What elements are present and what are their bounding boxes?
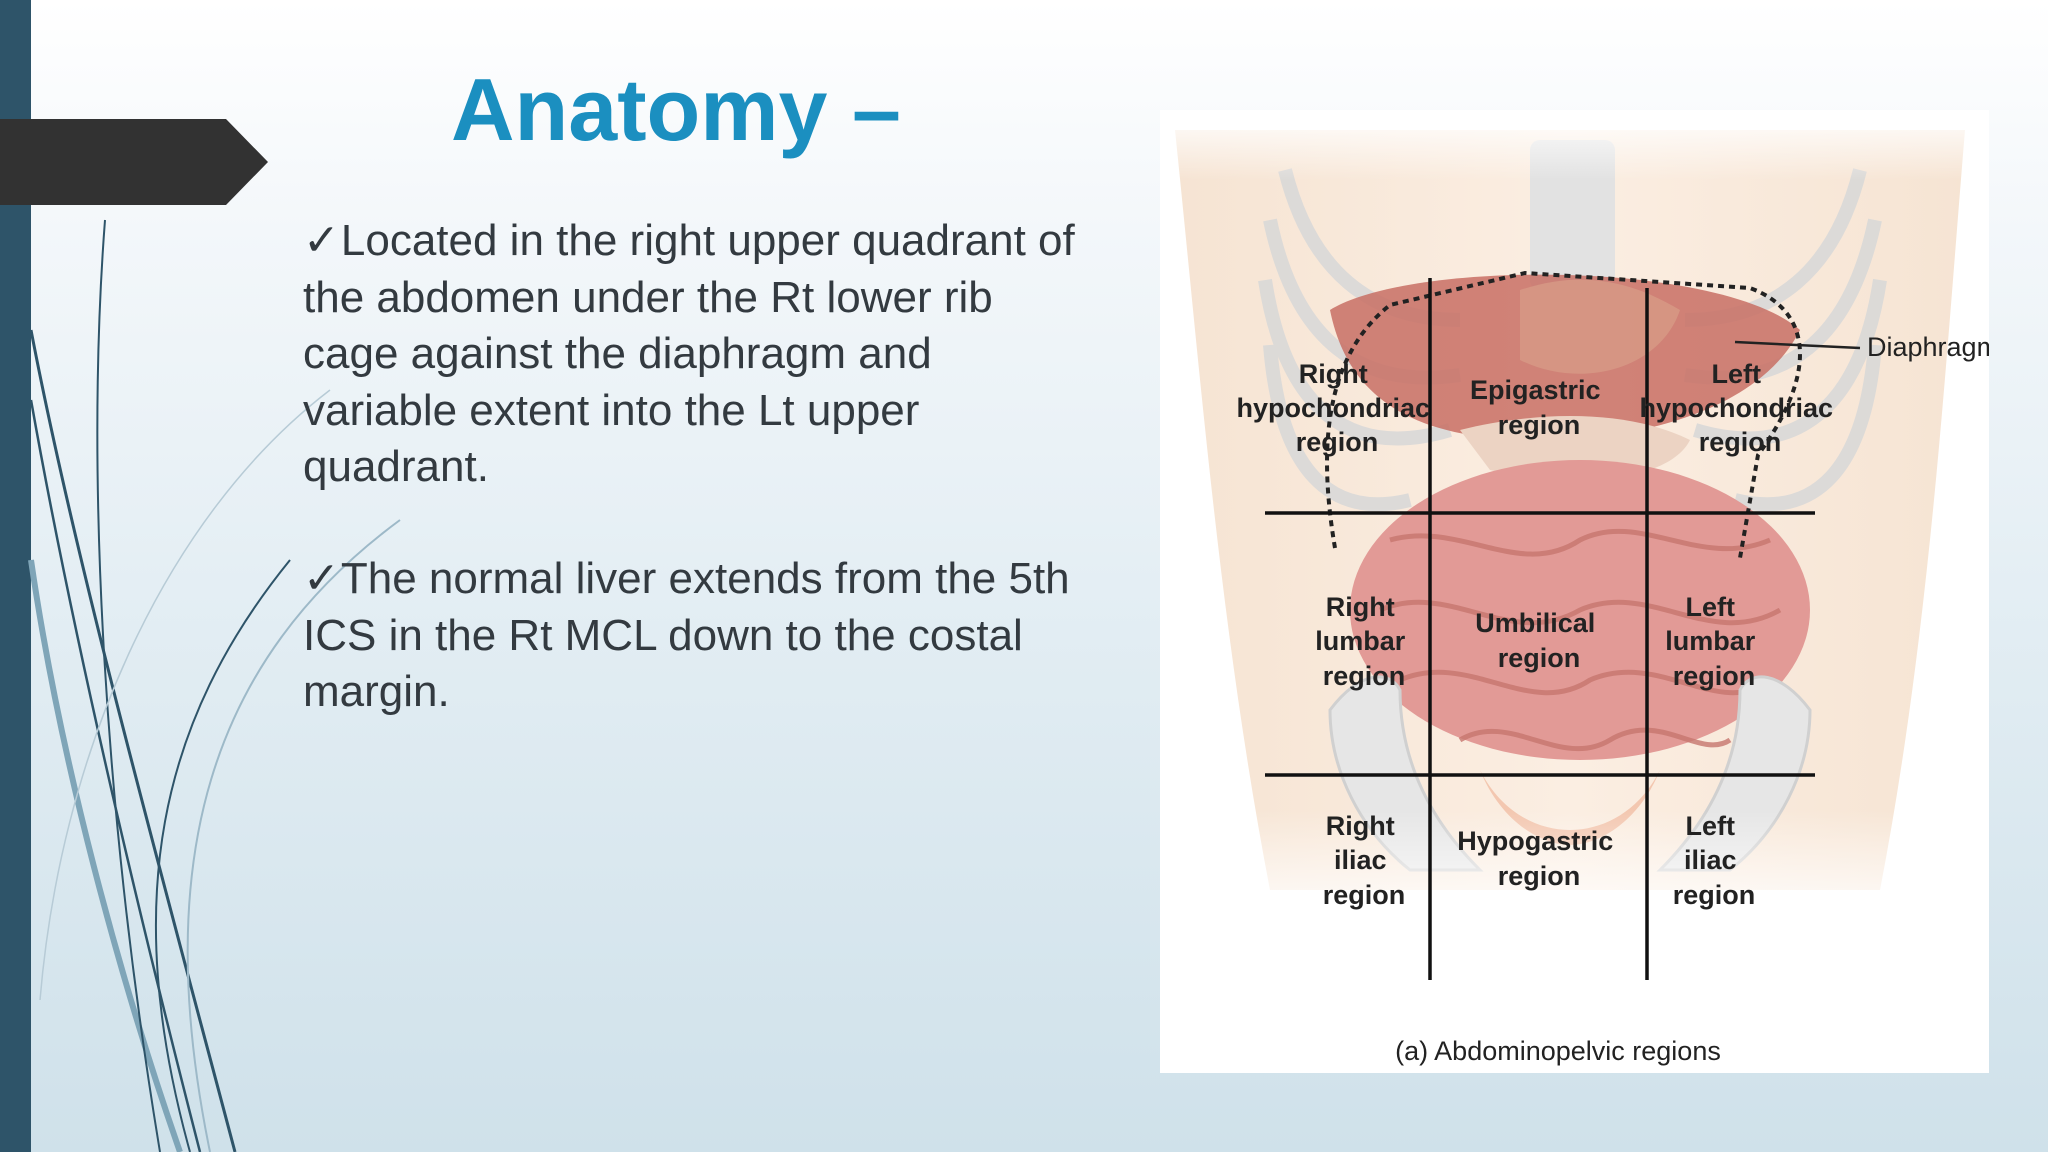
diaphragm-leader-line xyxy=(1734,340,1861,350)
region-grid-lines xyxy=(1265,278,1815,980)
torso-illustration xyxy=(1160,110,1989,930)
slide-title: Anatomy – xyxy=(451,60,901,159)
bullet-text: Located in the right upper quadrant of t… xyxy=(303,216,1075,491)
region-label-right-lumbar: Right lumbar region xyxy=(1315,592,1413,691)
region-label-left-lumbar: Left lumbar region xyxy=(1665,592,1763,691)
region-label-left-iliac: Left iliac region xyxy=(1673,811,1756,910)
figure-caption: (a) Abdominopelvic regions xyxy=(1395,1036,1721,1066)
checkmark-icon: ✓ xyxy=(303,216,340,265)
region-label-epigastric: Epigastric region xyxy=(1470,375,1608,440)
decorative-swoosh-lines xyxy=(28,219,401,1152)
abdominopelvic-regions-figure: Diaphragm Right hypochondriac region Epi… xyxy=(1160,110,1989,1073)
bullet-item-extent: ✓The normal liver extends from the 5th I… xyxy=(303,551,1093,721)
title-arrow-tab xyxy=(0,119,268,205)
region-label-left-hypochondriac: Left hypochondriac region xyxy=(1639,359,1840,457)
region-label-hypogastric: Hypogastric region xyxy=(1457,826,1621,891)
region-label-umbilical: Umbilical region xyxy=(1475,608,1603,673)
region-label-right-hypochondriac: Right hypochondriac region xyxy=(1236,359,1437,457)
bullet-item-location: ✓Located in the right upper quadrant of … xyxy=(303,213,1093,496)
diaphragm-outline xyxy=(1325,270,1802,559)
diaphragm-label: Diaphragm xyxy=(1867,332,1989,362)
region-label-right-iliac: Right iliac region xyxy=(1323,811,1406,910)
checkmark-icon: ✓ xyxy=(303,554,340,603)
bullet-text: The normal liver extends from the 5th IC… xyxy=(303,554,1070,716)
